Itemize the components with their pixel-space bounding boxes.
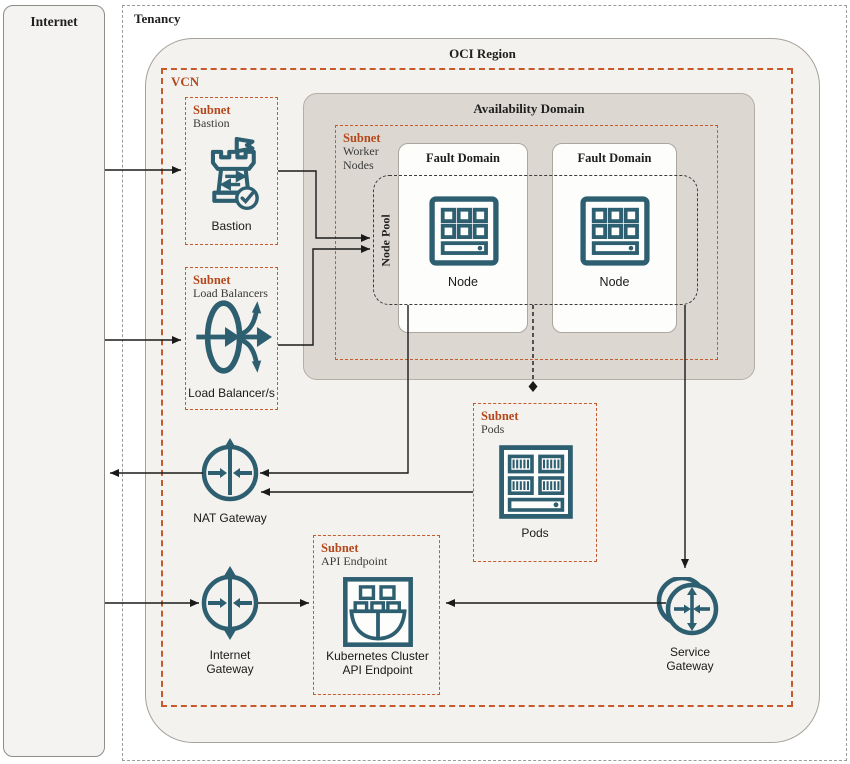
internet-zone: Internet [3,5,105,757]
fault-domain-2: Fault Domain Node [552,143,677,333]
node-caption: Node [448,275,478,289]
subnet-tag: Subnet [343,131,381,145]
load-balancer-caption: Load Balancer/s [188,386,275,400]
fault-domain-label: Fault Domain [426,151,500,165]
service-gateway-icon [656,577,719,636]
subnet-name: Load Balancers [193,286,268,300]
fault-domain-label: Fault Domain [577,151,652,165]
tenancy-label: Tenancy [134,11,181,26]
availability-domain-label: Availability Domain [473,101,585,116]
subnet-tag: Subnet [321,541,359,555]
subnet-tag: Subnet [481,409,519,423]
subnet-tag: Subnet [193,103,231,117]
node-icon [580,196,650,266]
internet-gateway-caption: Internet Gateway [206,648,254,676]
subnet-name: Pods [481,422,505,436]
node-icon [429,196,499,266]
nat-gateway-icon [201,438,259,502]
subnet-pods: Subnet Pods Pods [473,403,597,562]
fault-domain-1: Fault Domain Node [398,143,528,333]
service-gateway-caption: Service Gateway [666,645,714,673]
subnet-name: API Endpoint [321,554,388,568]
subnet-name: Worker Nodes [343,144,379,172]
subnet-bastion: Subnet Bastion Bastion [185,97,278,245]
oci-region-label: OCI Region [449,46,516,61]
node-pool-zone: Node Pool [373,175,698,305]
nat-gateway-caption: NAT Gateway [193,511,267,525]
internet-gateway-icon [201,566,259,640]
subnet-load-balancers: Subnet Load Balancers Load Balancer/s [185,267,278,410]
load-balancer-icon [196,300,272,374]
internet-label: Internet [30,14,78,29]
api-endpoint-caption: Kubernetes Cluster API Endpoint [326,649,429,677]
kubernetes-cluster-icon [343,577,413,647]
subnet-worker-nodes: Subnet Worker Nodes [335,125,718,360]
pods-caption: Pods [521,526,549,540]
bastion-caption: Bastion [211,219,252,233]
vcn-zone: VCN [161,68,793,707]
vcn-label: VCN [171,74,200,89]
pods-icon [499,445,573,519]
subnet-name: Bastion [193,116,230,130]
subnet-tag: Subnet [193,273,231,287]
node-pool-label: Node Pool [378,214,393,267]
bastion-icon [210,136,259,211]
node-caption: Node [599,275,630,289]
subnet-api-endpoint: Subnet API Endpoint Kubernetes Cluster A… [313,535,440,695]
